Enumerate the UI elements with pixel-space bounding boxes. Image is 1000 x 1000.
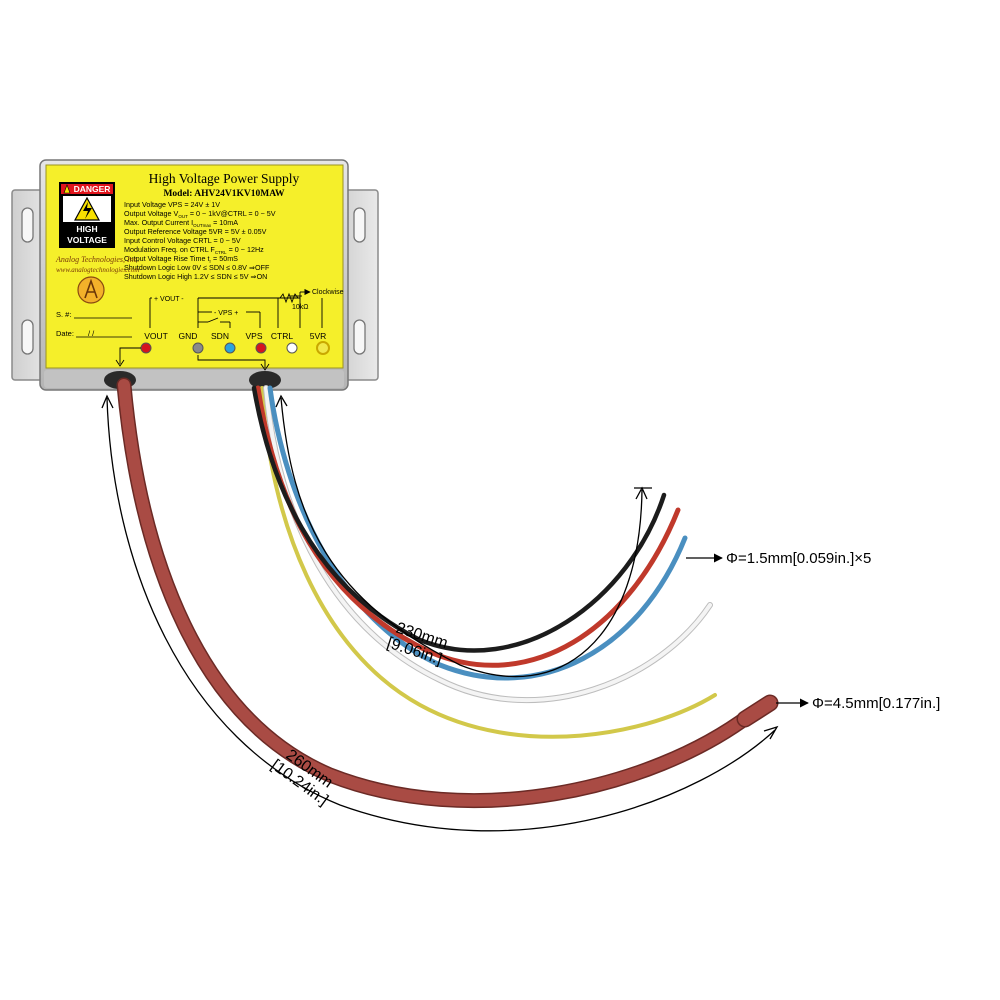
hv-outlet-arrow (119, 347, 141, 364)
pin-label-vout: VOUT (144, 331, 168, 341)
company-website: www.analogtechnologies.com (56, 266, 139, 274)
dim-arrowhead (763, 725, 779, 740)
pin-dot-sdn (224, 342, 236, 354)
slot-hole (21, 319, 34, 355)
hv-wire (118, 379, 756, 807)
vout-bracket-label: + VOUT - (154, 296, 184, 303)
warning-triangle-icon (63, 184, 71, 194)
spec-line-4: Input Control Voltage CRTL = 0 ~ 5V (124, 236, 241, 245)
dim-arrowhead (101, 394, 114, 409)
label-title: High Voltage Power Supply (149, 171, 300, 186)
wires (116, 377, 779, 809)
spec-lines: Input Voltage VPS = 24V ± 1V Output Volt… (124, 200, 276, 281)
spec-line-2: Max. Output Current IOUTmax = 10mA (124, 218, 238, 228)
yellow-wire (260, 386, 717, 739)
spec-line-7: Shutdown Logic Low 0V ≤ SDN ≤ 0.8V ⇒OFF (124, 263, 270, 272)
lv-outlet-arrow (197, 355, 266, 368)
small-wire-diameter: Φ=1.5mm[0.059in.]×5 (726, 550, 871, 567)
company-name: Analog Technologies, Inc. (55, 255, 139, 264)
dim-line-230mm (280, 397, 643, 678)
pin-dots (140, 341, 330, 355)
pin-dot-5vr (316, 341, 330, 355)
spec-line-0: Input Voltage VPS = 24V ± 1V (124, 200, 220, 209)
spec-line-3: Output Reference Voltage 5VR = 5V ± 0.05… (124, 227, 267, 236)
schematic-lines (149, 288, 323, 328)
slot-hole (353, 319, 366, 355)
pin-label-gnd: GND (179, 331, 198, 341)
blue-wire (267, 385, 688, 681)
potentiometer-icon (279, 292, 299, 304)
dim-arrowhead (275, 394, 288, 408)
red-wire (255, 385, 681, 668)
slot-hole (353, 207, 366, 243)
dim-line-260mm (106, 397, 776, 832)
pin-dot-ctrl (286, 342, 298, 354)
spec-line-6: Output Voltage Rise Time tr = 50mS (124, 254, 238, 264)
hv-wire-diameter: Φ=4.5mm[0.177in.] (812, 695, 940, 712)
date-slashes: / / (88, 329, 95, 338)
pin-labels: VOUT GND SDN VPS CTRL 5VR (144, 331, 326, 341)
black-wire (251, 385, 667, 653)
label-model: Model: AHV24V1KV10MAW (163, 189, 285, 199)
dimension-lines (101, 394, 809, 832)
pin-dot-vps (255, 342, 267, 354)
hv-wire-end (738, 696, 777, 726)
spec-label: DANGER HIGH VOLTAGE High Voltage Power S… (45, 164, 344, 371)
voltage-text: VOLTAGE (67, 235, 107, 245)
spec-line-8: Shutdown Logic High 1.2V ≤ SDN ≤ 5V ⇒ON (124, 272, 267, 281)
lightning-bolt-icon (83, 202, 92, 219)
spec-line-5: Modulation Freq. on CTRL FCTRL = 0 ~ 12H… (124, 245, 264, 255)
lv-grommet (249, 371, 281, 389)
danger-sign: DANGER HIGH VOLTAGE (59, 182, 115, 248)
high-text: HIGH (76, 224, 97, 234)
pin-dot-vout (140, 342, 152, 354)
pin-label-ctrl: CTRL (271, 331, 293, 341)
pin-label-5vr: 5VR (310, 331, 327, 341)
spec-line-1: Output Voltage VOUT = 0 ~ 1kV@CTRL = 0 ~… (124, 209, 276, 219)
clockwise-label: Clockwise (312, 289, 344, 296)
pot-value-label: 10kΩ (292, 304, 309, 311)
date-label: Date: (56, 329, 74, 338)
vps-bracket-label: - VPS + (214, 310, 238, 317)
danger-text: DANGER (74, 184, 111, 194)
slot-hole (21, 207, 34, 243)
pin-dot-gnd (192, 342, 204, 354)
serial-label: S. #: (56, 310, 71, 319)
company-logo-icon (77, 276, 105, 304)
pin-label-sdn: SDN (211, 331, 229, 341)
case-bottom-edge (44, 370, 344, 388)
pin-label-vps: VPS (245, 331, 262, 341)
